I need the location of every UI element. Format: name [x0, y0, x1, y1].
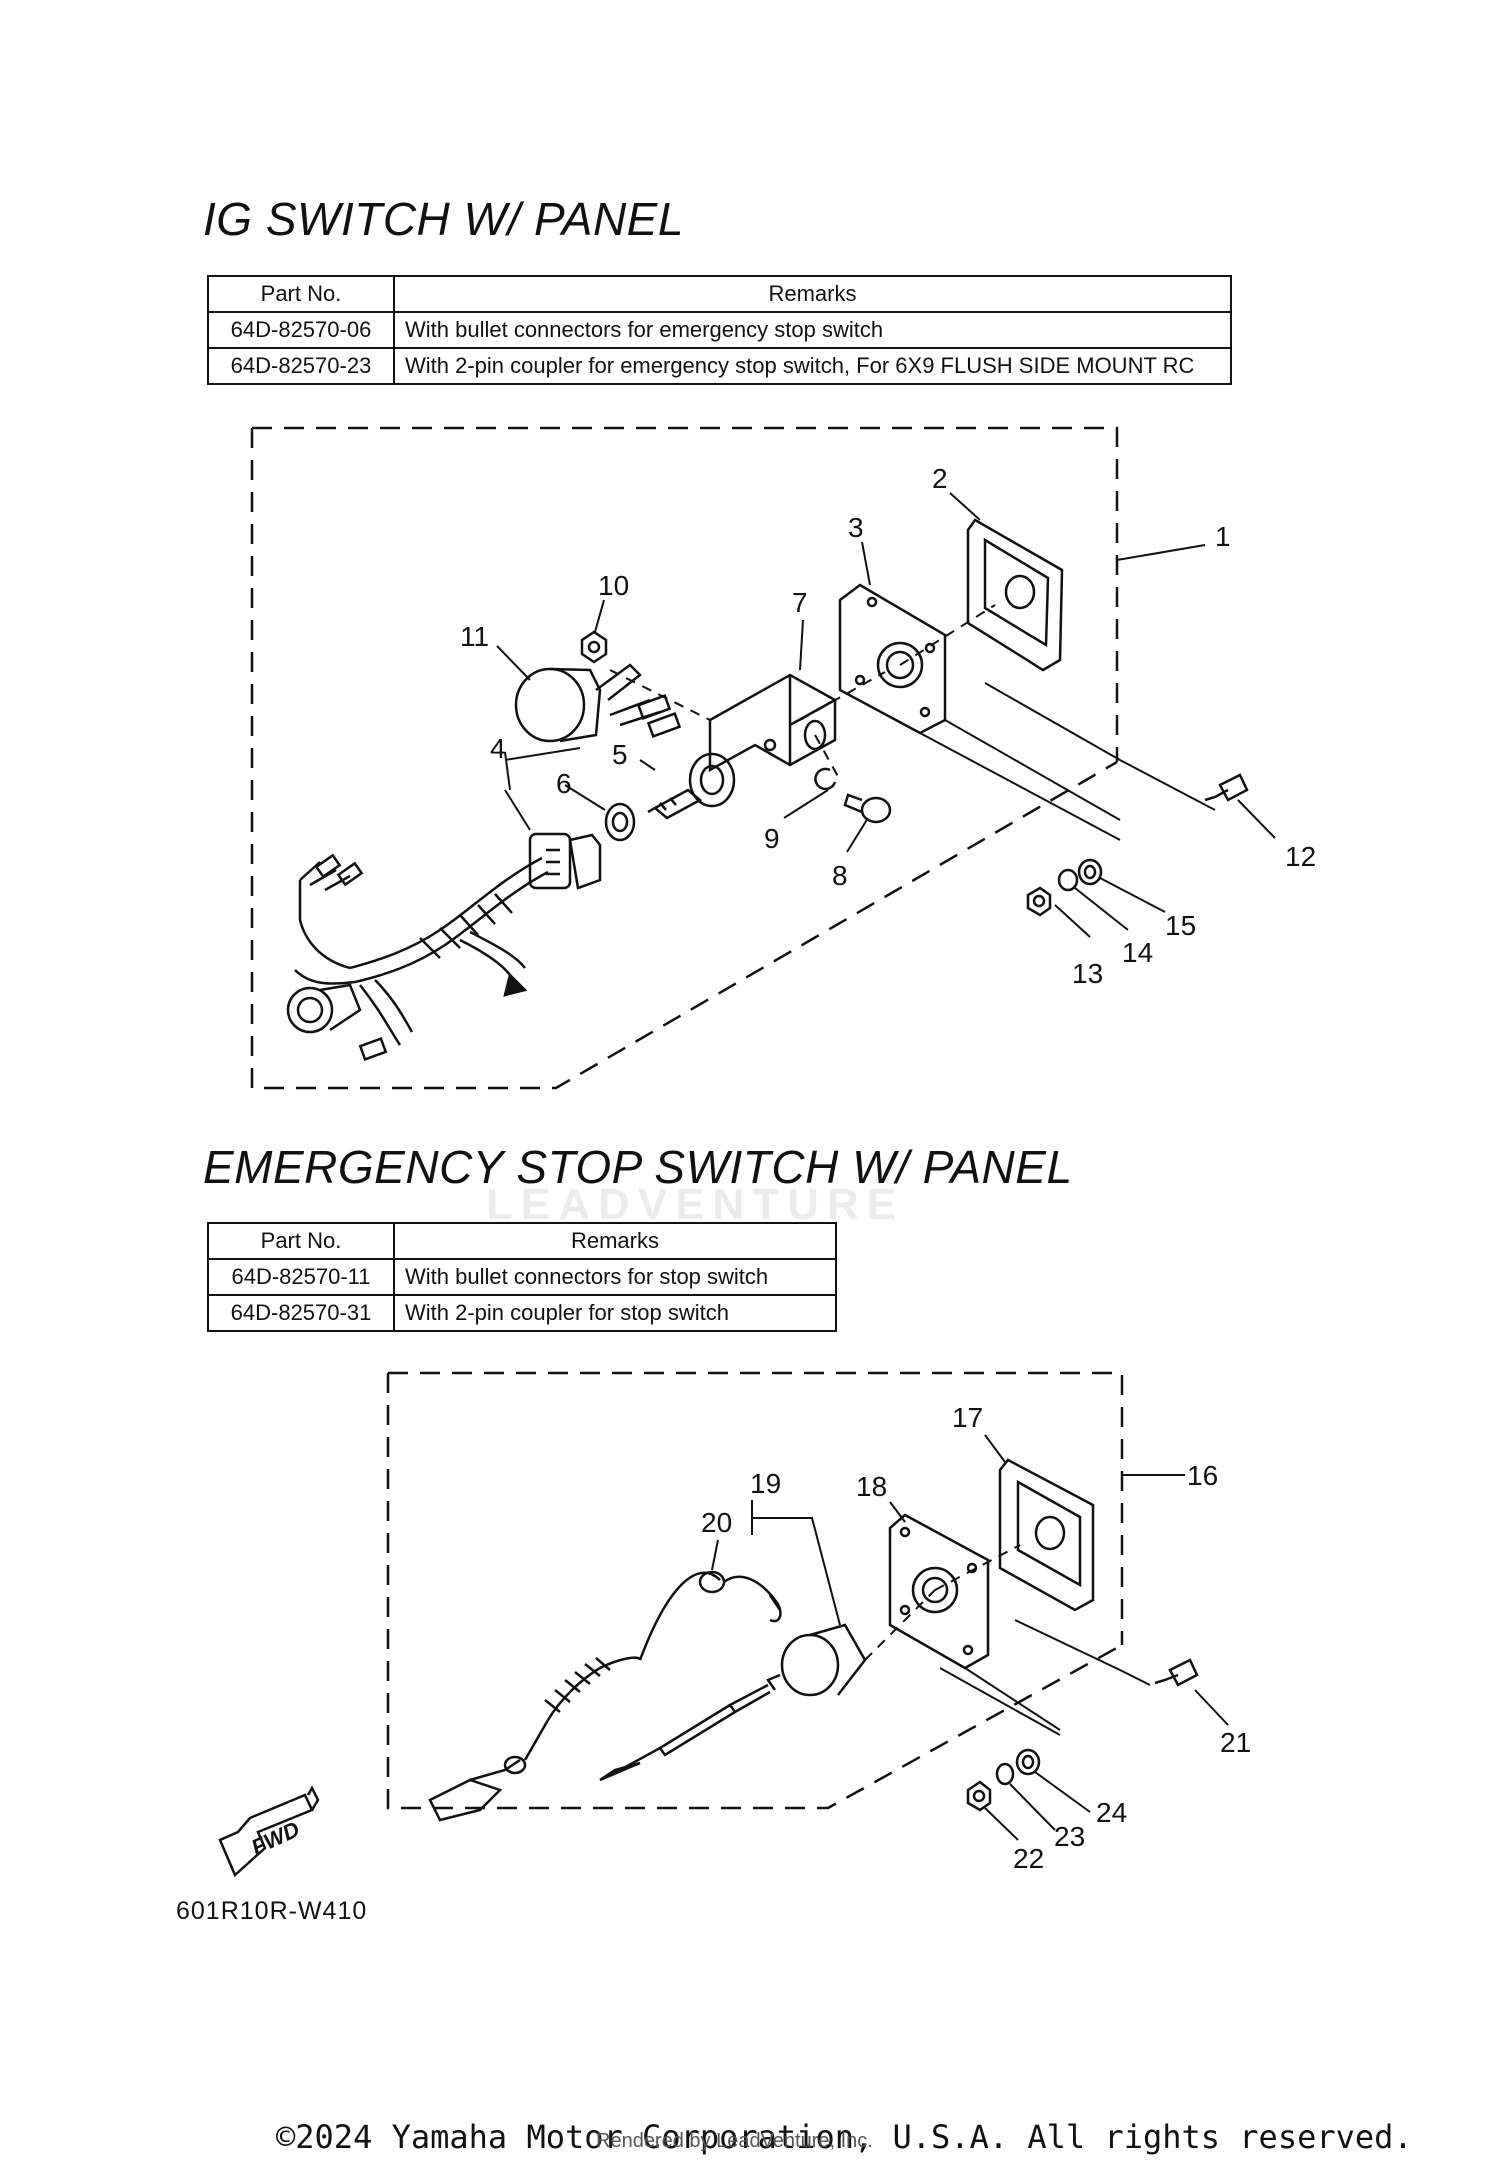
- remarks-cell: With bullet connectors for stop switch: [393, 1258, 837, 1296]
- column-header-remarks: Remarks: [393, 1222, 837, 1260]
- key-part: [647, 752, 736, 820]
- callout-labels: 1 2 3 4 5 6 7 8 9 10 11 12 13 14 15 16 1…: [247, 463, 1316, 1874]
- callout-19: 19: [750, 1468, 781, 1499]
- ig-leader-lines: [496, 492, 1276, 938]
- nut-part-10: [580, 630, 608, 664]
- part-number-cell: 64D-82570-31: [207, 1294, 395, 1332]
- callout-17: 17: [952, 1402, 983, 1433]
- column-header-part-no: Part No.: [207, 1222, 395, 1260]
- section-title-ig-switch: IG SWITCH W/ PANEL: [203, 193, 684, 245]
- mounting-plate-part: [838, 583, 947, 735]
- callout-22: 22: [1013, 1843, 1044, 1874]
- part-number-cell: 64D-82570-06: [207, 311, 395, 349]
- callout-1: 1: [1215, 521, 1231, 552]
- callout-24: 24: [1096, 1797, 1127, 1828]
- callout-7: 7: [792, 587, 808, 618]
- hardware-connector-line: [919, 682, 1216, 841]
- part-number-cell: 64D-82570-23: [207, 347, 395, 385]
- copyright-notice: ©2024 Yamaha Motor Corporation, U.S.A. A…: [276, 2118, 1413, 2156]
- stop-assembly-dashed-boundary: [386, 1371, 1124, 1810]
- stop-hardware-connector-line: [939, 1619, 1151, 1736]
- callout-3: 3: [848, 512, 864, 543]
- section-title-emergency-stop: EMERGENCY STOP SWITCH W/ PANEL: [203, 1141, 1073, 1193]
- remarks-cell: With bullet connectors for emergency sto…: [393, 311, 1232, 349]
- callout-4: 4: [490, 733, 506, 764]
- remarks-cell: With 2-pin coupler for emergency stop sw…: [393, 347, 1232, 385]
- ig-assembly-dashed-boundary: [250, 426, 1119, 1090]
- wire-harness-part: [286, 853, 549, 1061]
- circlip-part: [814, 767, 837, 791]
- callout-18: 18: [856, 1471, 887, 1502]
- table-row: 64D-82570-06 With bullet connectors for …: [207, 311, 1232, 349]
- stop-mounting-plate-part: [888, 1513, 990, 1670]
- column-header-part-no: Part No.: [207, 275, 395, 313]
- nut-part-13: [1026, 886, 1052, 917]
- callout-21: 21: [1220, 1727, 1251, 1758]
- callout-2: 2: [932, 463, 948, 494]
- rendered-by-notice: Rendered by LeadVenture, Inc.: [596, 2130, 873, 2152]
- column-header-remarks: Remarks: [393, 275, 1232, 313]
- callout-5: 5: [612, 739, 628, 770]
- ignition-switch-body: [528, 832, 602, 890]
- stop-gasket-part: [998, 1458, 1095, 1612]
- callout-6: 6: [556, 768, 572, 799]
- table-row: 64D-82570-23 With 2-pin coupler for emer…: [207, 347, 1232, 385]
- screw-part-8: [843, 793, 892, 824]
- callout-12: 12: [1285, 841, 1316, 872]
- forward-direction-arrow: [218, 1785, 320, 1878]
- callout-14: 14: [1122, 937, 1153, 968]
- lock-washer-part-23: [995, 1762, 1015, 1786]
- callout-11: 11: [460, 621, 489, 652]
- parts-table-emergency-stop: Part No. Remarks 64D-82570-11 With bulle…: [207, 1222, 837, 1332]
- flat-washer-part: [1077, 858, 1103, 886]
- table-row: 64D-82570-31 With 2-pin coupler for stop…: [207, 1294, 837, 1332]
- table-header-row: Part No. Remarks: [207, 1222, 837, 1260]
- callout-15: 15: [1165, 910, 1196, 941]
- assembly-centerline: [609, 604, 996, 781]
- callout-20: 20: [701, 1507, 732, 1538]
- callout-9: 9: [764, 823, 780, 854]
- flat-washer-part-24: [1015, 1748, 1041, 1776]
- screw-part-12: [1204, 773, 1249, 802]
- callout-13: 13: [1072, 958, 1103, 989]
- diagram-code: 601R10R-W410: [176, 1897, 368, 1925]
- callout-8: 8: [832, 860, 848, 891]
- callout-10: 10: [598, 570, 629, 601]
- collar-part: [604, 802, 636, 842]
- nut-part-22: [966, 1780, 992, 1812]
- watermark: LEADVENTURE: [486, 1180, 905, 1229]
- parts-table-ig-switch: Part No. Remarks 64D-82570-06 With bulle…: [207, 275, 1232, 385]
- callout-16: 16: [1187, 1460, 1218, 1491]
- lock-washer-part: [1057, 868, 1079, 892]
- part-number-cell: 64D-82570-11: [207, 1258, 395, 1296]
- bracket-part: [708, 673, 837, 773]
- fwd-label: FWD: [247, 1816, 303, 1860]
- callout-23: 23: [1054, 1821, 1085, 1852]
- gasket-part: [966, 518, 1064, 672]
- stop-leader-lines: [711, 1434, 1229, 1841]
- switch-cap-part: [514, 663, 682, 743]
- lanyard-cord-part: [428, 1570, 782, 1822]
- table-row: 64D-82570-11 With bullet connectors for …: [207, 1258, 837, 1296]
- stop-assembly-centerline: [864, 1544, 1021, 1661]
- remarks-cell: With 2-pin coupler for stop switch: [393, 1294, 837, 1332]
- screw-part-21: [1154, 1658, 1199, 1687]
- table-header-row: Part No. Remarks: [207, 275, 1232, 313]
- stop-switch-body: [599, 1623, 867, 1782]
